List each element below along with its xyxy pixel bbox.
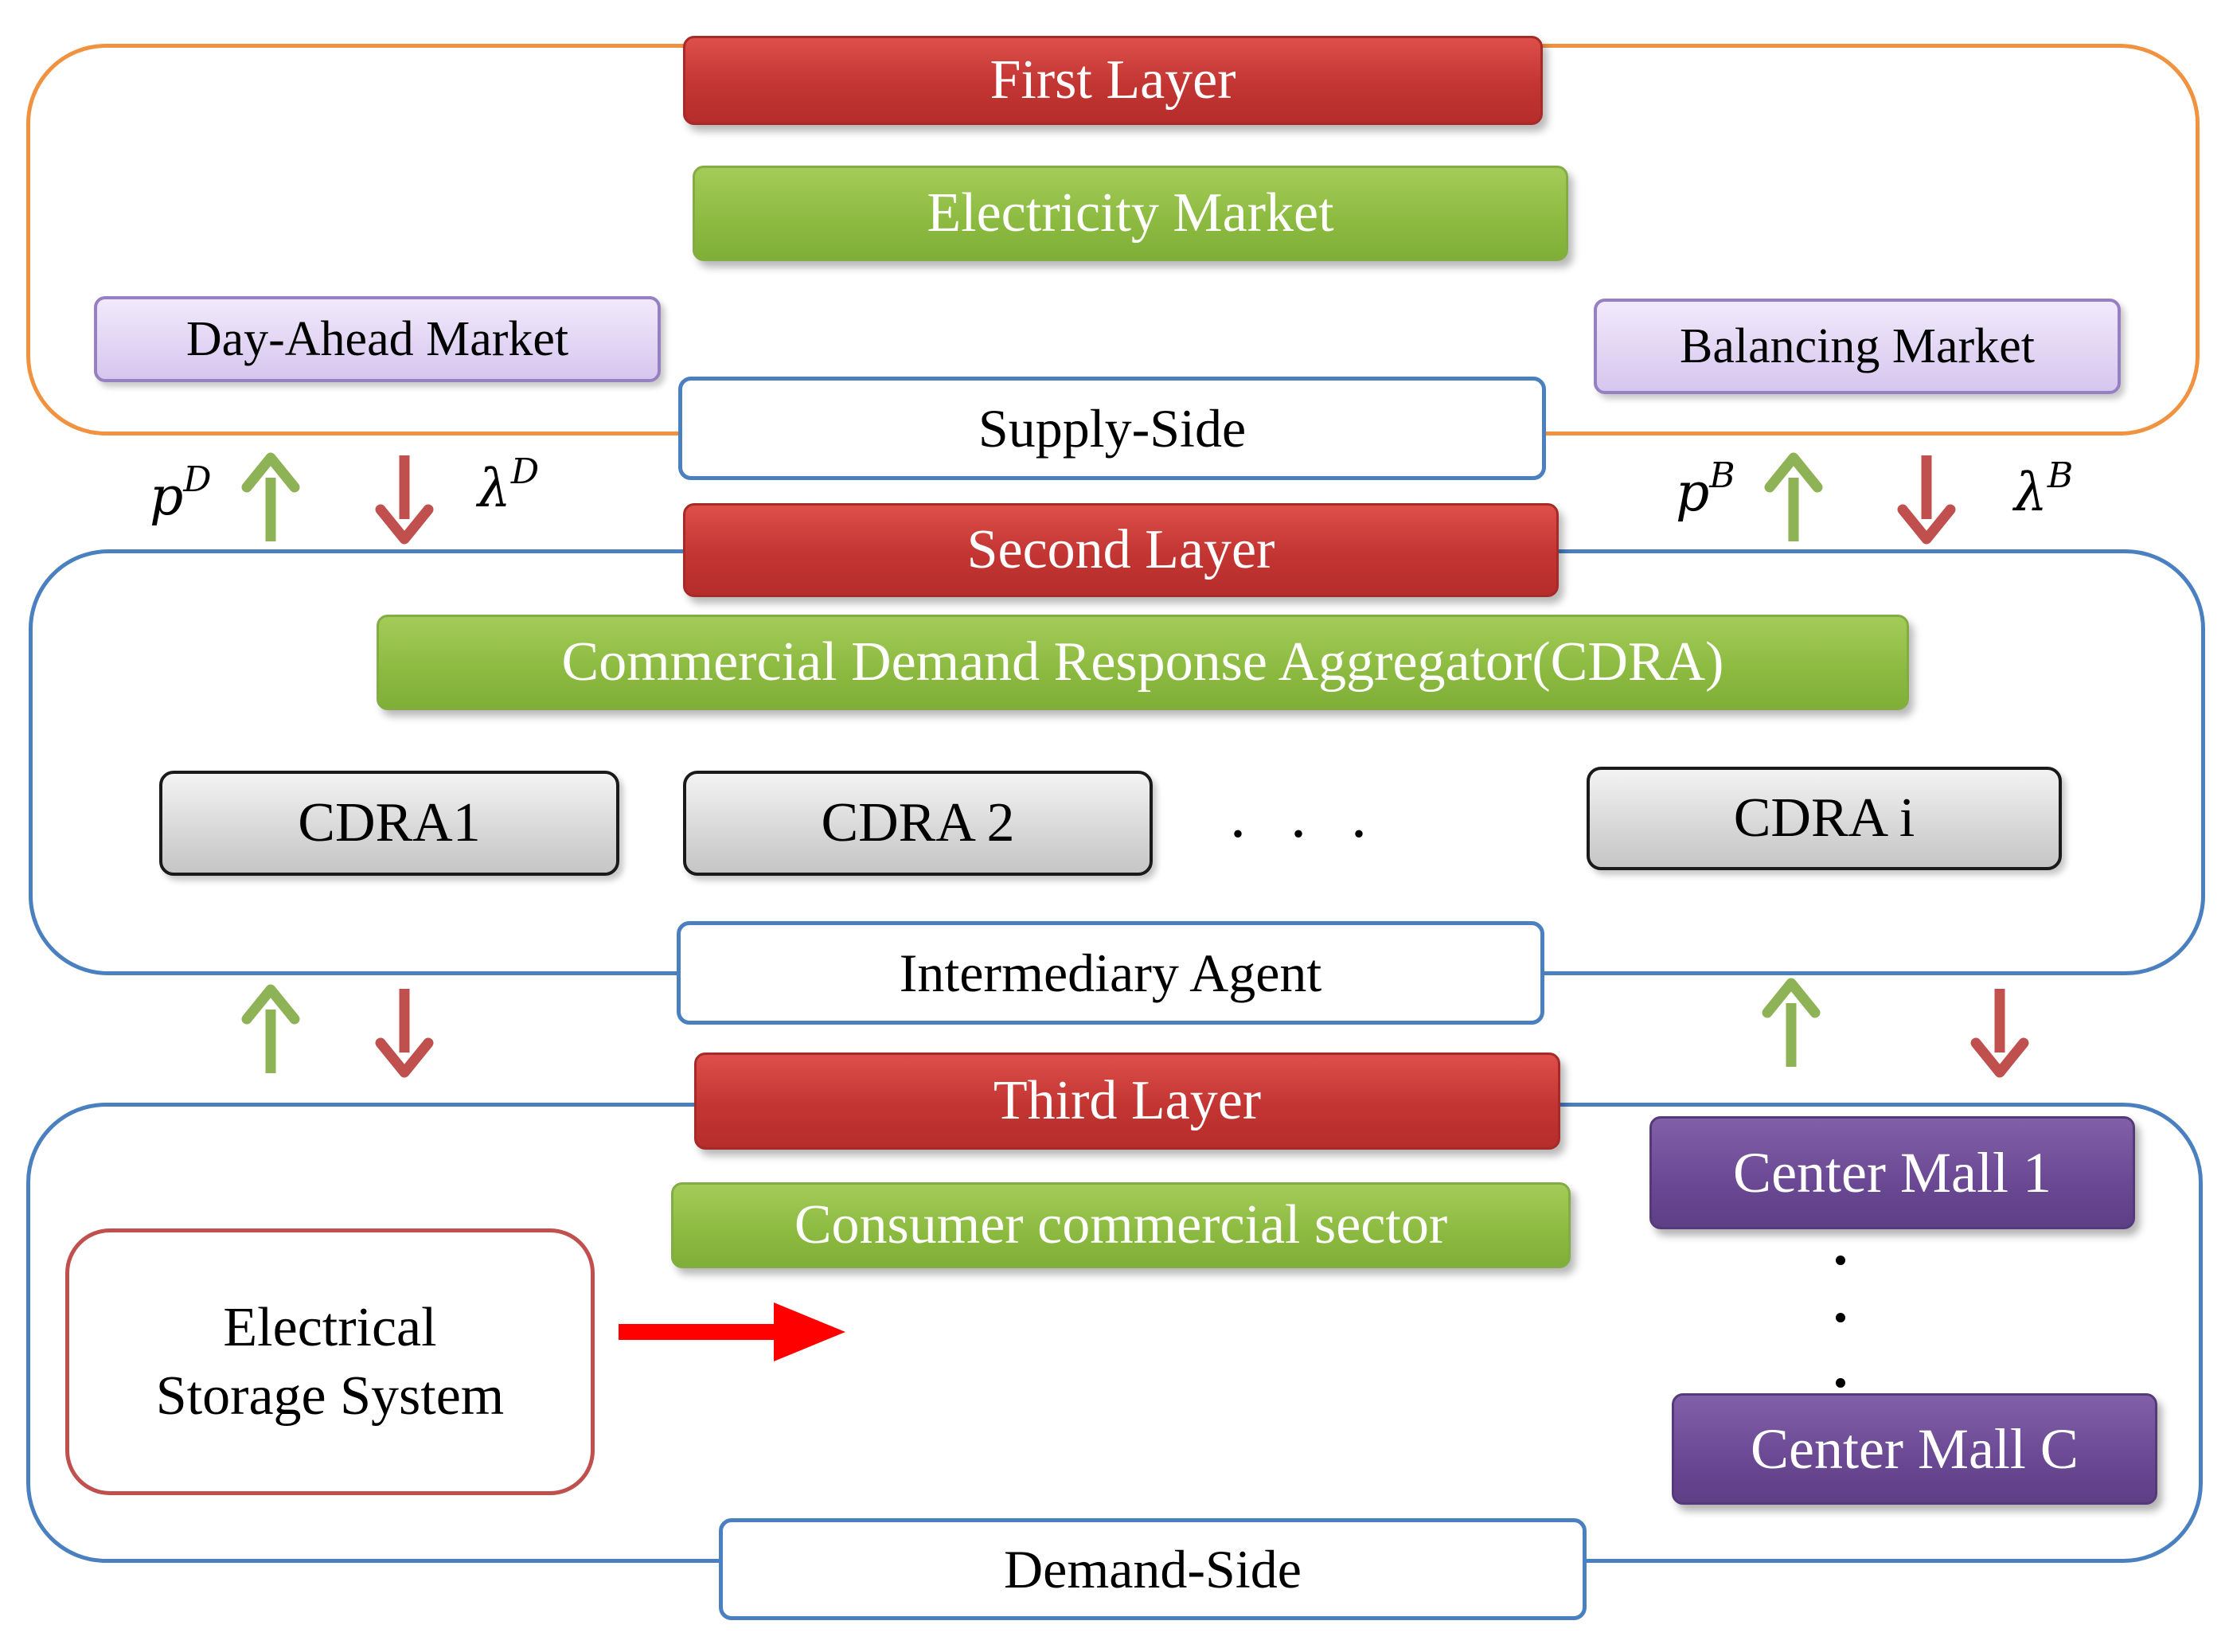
consumer-commercial-sector-box: Consumer commercial sector — [671, 1182, 1571, 1268]
center-mall-c-box: Center Mall C — [1672, 1393, 2157, 1505]
p-day-ahead-base: p — [150, 466, 184, 527]
storage-label-line2: Storage System — [155, 1365, 505, 1427]
cdra-agent-2: CDRA 2 — [683, 771, 1153, 876]
cdra-agent-1: CDRA1 — [159, 771, 619, 876]
lambda-day-ahead-sup: D — [510, 451, 540, 492]
up-arrow-left-lower — [241, 984, 300, 1073]
cdra-ellipsis: . . . — [1230, 781, 1381, 851]
second-layer-title: Second Layer — [683, 503, 1559, 597]
demand-side-label: Demand-Side — [719, 1518, 1587, 1620]
balancing-market-box: Balancing Market — [1594, 299, 2121, 394]
electricity-market-box: Electricity Market — [693, 166, 1568, 261]
down-arrow-left-lower — [375, 989, 434, 1078]
p-balancing-sup: B — [1709, 455, 1735, 496]
lambda-day-ahead-base: λ — [478, 458, 511, 519]
p-day-ahead-symbol: pD — [150, 463, 212, 528]
lambda-day-ahead-symbol: λD — [478, 455, 539, 520]
storage-arrow — [619, 1302, 845, 1361]
up-arrow-right-lower — [1762, 978, 1821, 1067]
cdra-agent-i: CDRA i — [1587, 767, 2062, 870]
p-balancing-symbol: pB — [1676, 459, 1735, 524]
down-arrow-balancing-price — [1897, 455, 1956, 545]
mall-ellipsis — [1836, 1256, 1845, 1388]
first-layer-title: First Layer — [683, 36, 1543, 125]
p-day-ahead-sup: D — [183, 459, 212, 500]
cdra-aggregator-box: Commercial Demand Response Aggregator(CD… — [377, 615, 1909, 710]
center-mall-1-box: Center Mall 1 — [1649, 1116, 2135, 1229]
third-layer-title: Third Layer — [694, 1053, 1560, 1150]
storage-label-line1: Electrical — [223, 1296, 437, 1358]
second-layer-container — [29, 549, 2205, 975]
up-arrow-balancing-power — [1764, 452, 1823, 541]
intermediary-agent-label: Intermediary Agent — [677, 921, 1544, 1025]
down-arrow-day-ahead-price — [375, 455, 434, 545]
lambda-balancing-sup: B — [2047, 455, 2074, 496]
up-arrow-day-ahead-power — [241, 452, 300, 541]
lambda-balancing-symbol: λB — [2014, 459, 2073, 524]
down-arrow-right-lower — [1970, 989, 2029, 1078]
electrical-storage-system-box: Electrical Storage System — [65, 1228, 595, 1495]
p-balancing-base: p — [1676, 462, 1710, 523]
supply-side-label: Supply-Side — [678, 377, 1546, 480]
lambda-balancing-base: λ — [2014, 462, 2047, 523]
day-ahead-market-box: Day-Ahead Market — [94, 296, 661, 382]
